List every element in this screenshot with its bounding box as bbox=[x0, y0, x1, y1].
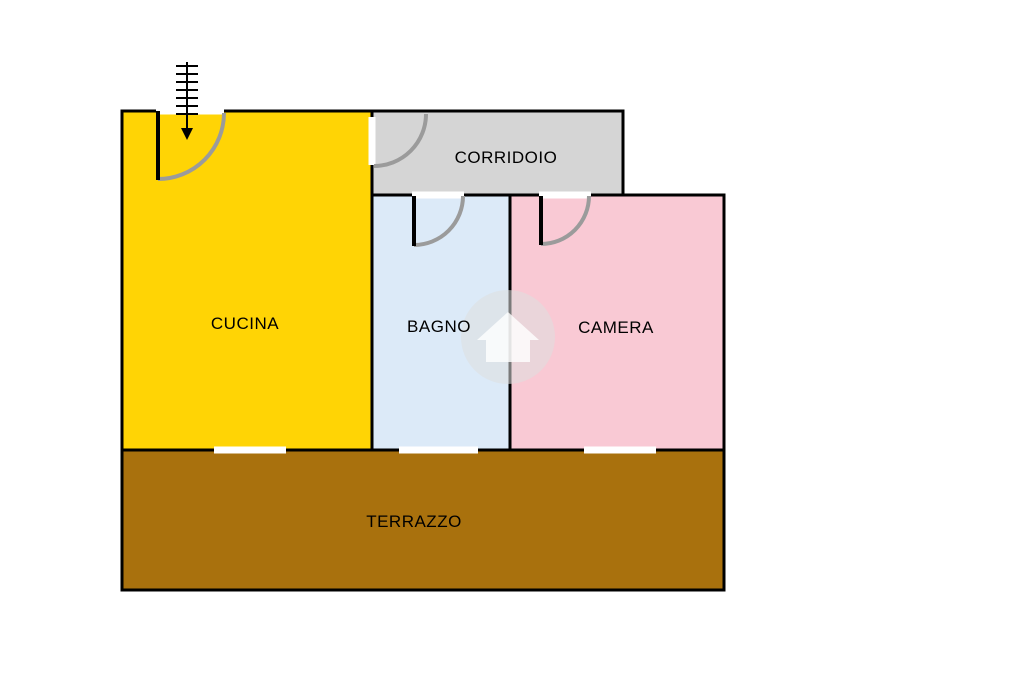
staircase-steps bbox=[176, 65, 198, 115]
terrazzo-opening-from-camera bbox=[584, 446, 656, 454]
staircase-icon bbox=[176, 62, 198, 140]
corridoio-room bbox=[370, 109, 625, 197]
bagno-label: BAGNO bbox=[407, 317, 471, 336]
cucina-entry-door-arc bbox=[157, 112, 226, 181]
bagno-door-arc bbox=[413, 195, 465, 247]
house-watermark-icon bbox=[461, 290, 555, 384]
staircase-down-arrow-icon bbox=[181, 128, 193, 140]
cucina-label: CUCINA bbox=[211, 314, 279, 333]
corridoio-door-arc bbox=[373, 113, 428, 168]
camera-door-arc bbox=[540, 195, 591, 246]
cucina-room bbox=[120, 109, 374, 452]
camera-door-opening bbox=[539, 191, 591, 199]
bagno-door-opening bbox=[412, 191, 464, 199]
terrazzo-room bbox=[120, 448, 726, 592]
terrazzo-opening-from-cucina bbox=[214, 446, 286, 454]
terrazzo-opening-from-bagno bbox=[399, 446, 478, 454]
corridoio-opening bbox=[368, 117, 376, 165]
corridoio-label: CORRIDOIO bbox=[455, 148, 558, 167]
camera-label: CAMERA bbox=[578, 318, 654, 337]
terrazzo-label: TERRAZZO bbox=[366, 512, 462, 531]
cucina-entry-opening bbox=[156, 107, 224, 115]
